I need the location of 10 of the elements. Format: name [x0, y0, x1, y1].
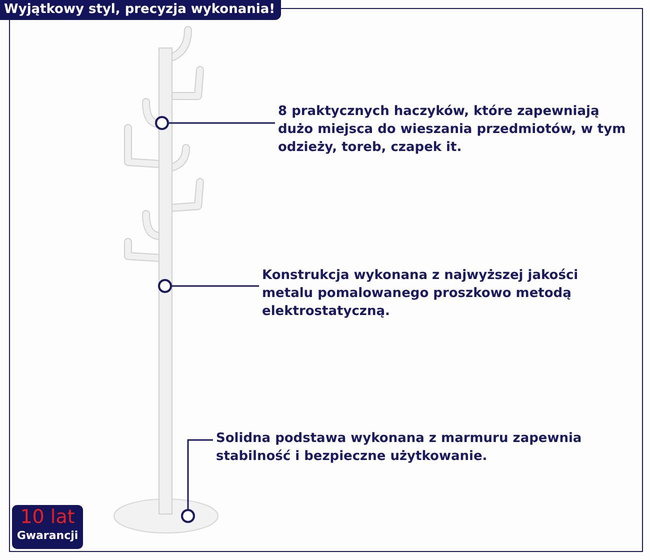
callout-text: Konstrukcja wykonana z najwyższej jakości metalu pomalowanego proszkowo metodą elektrostatyczną.	[262, 267, 622, 321]
leader-line	[169, 122, 275, 124]
callout-text: Solidna podstawa wykonana z marmuru zapewnia stabilność i bezpieczne użytkowanie.	[216, 430, 616, 466]
leader-line	[172, 285, 259, 287]
warranty-text: Gwarancji	[16, 529, 80, 543]
callout-text: 8 praktycznych haczyków, które zapewniają dużo miejsca do wieszania przedmiotów, w tym odzieży, toreb, czapek it.	[278, 103, 638, 157]
leader-line	[187, 439, 213, 509]
warranty-years-text: 10 lat	[19, 506, 76, 528]
callout-marker	[155, 116, 169, 130]
title-banner: Wyjątkowy styl, precyzja wykonania!	[0, 0, 282, 20]
